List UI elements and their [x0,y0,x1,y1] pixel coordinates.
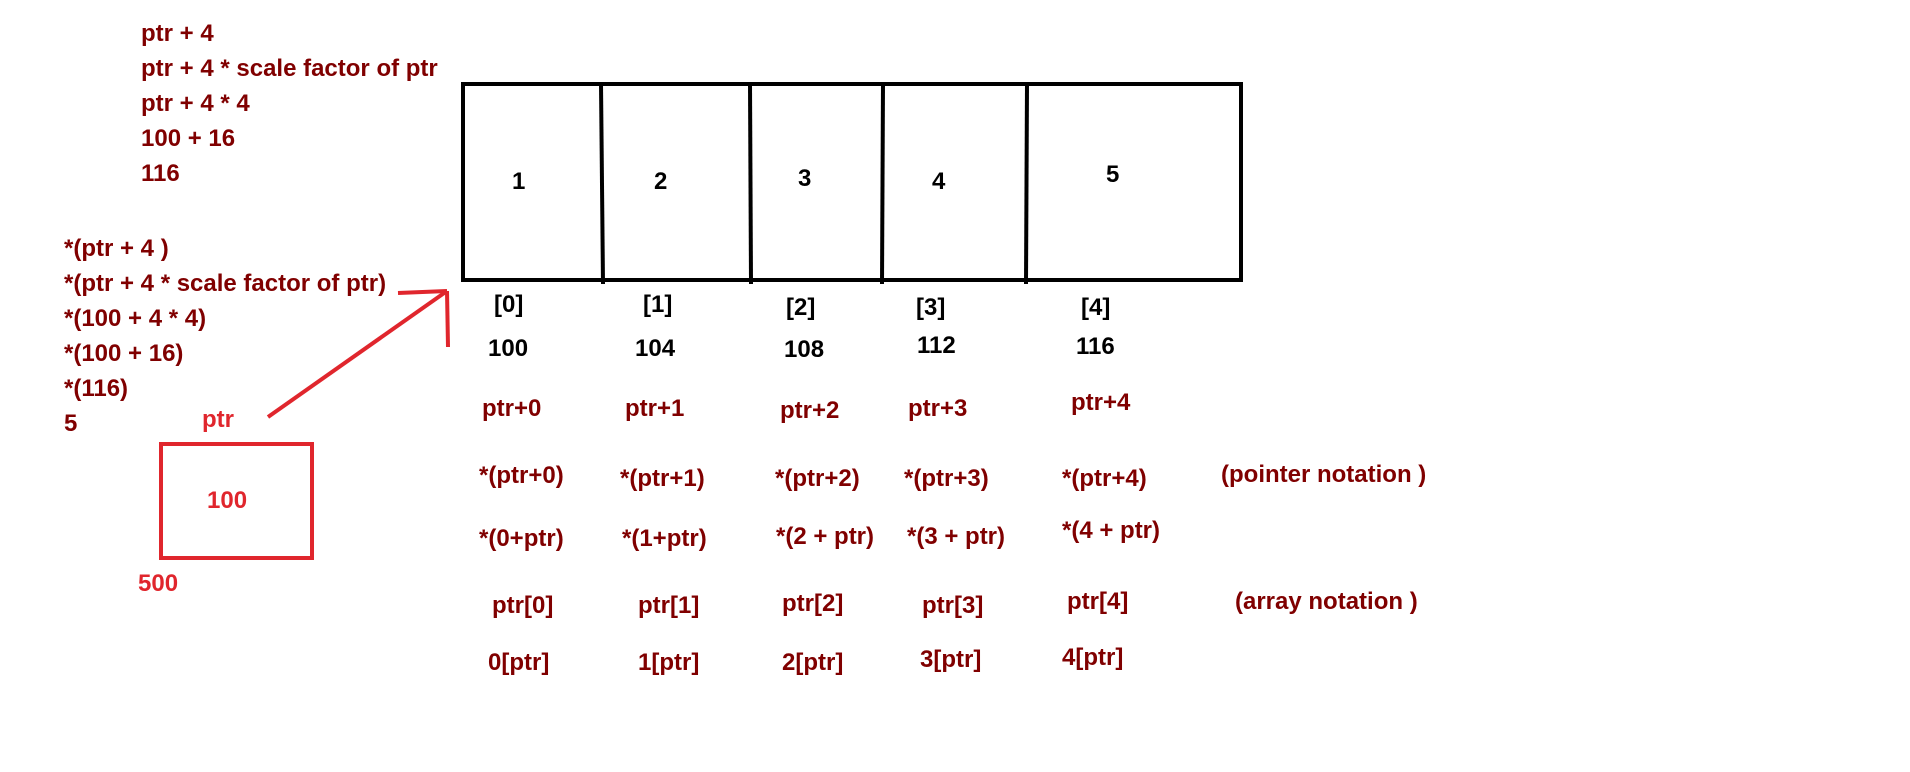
commutative-pointer-notation: *(3 + ptr) [907,523,1006,550]
calc-address-line: ptr + 4 [141,20,214,47]
calc-address-line: 116 [141,160,180,187]
commutative-array-notation: 4[ptr] [1062,644,1124,671]
array-index: [4] [1081,294,1111,321]
calc-value-line: *(ptr + 4 ) [64,235,169,262]
calc-value-line: *(100 + 4 * 4) [64,305,207,332]
array-cell-value: 3 [798,165,812,192]
calc-value-line: *(ptr + 4 * scale factor of ptr) [64,270,387,297]
commutative-pointer-notation: *(1+ptr) [622,525,707,552]
array-address: 108 [784,336,825,363]
pointer-value: 100 [207,487,248,514]
commutative-pointer-notation: *(4 + ptr) [1062,517,1161,544]
pointer-name: ptr [202,406,234,433]
commutative-array-notation: 3[ptr] [920,646,982,673]
pointer-notation: *(ptr+2) [775,465,860,492]
pointer-offset: ptr+1 [625,395,685,422]
pointer-offset: ptr+3 [908,395,968,422]
calc-value-line: 5 [64,410,78,437]
array-index: [1] [643,291,673,318]
calc-value-line: *(116) [64,375,129,402]
pointer-arrowhead [445,290,450,348]
array-address: 116 [1076,333,1115,360]
array-cell-value: 5 [1106,161,1120,188]
pointer-address: 500 [138,570,179,597]
pointer-notation: *(ptr+1) [620,465,705,492]
array-notation: ptr[0] [492,592,554,619]
cell-divider [880,83,885,285]
array-cell-value: 4 [932,168,946,195]
cell-divider [1024,83,1029,285]
pointer-notation: *(ptr+3) [904,465,989,492]
array-notation: ptr[4] [1067,588,1129,615]
array-outline [461,82,1243,282]
array-cell-value: 2 [654,168,668,195]
pointer-offset: ptr+2 [780,397,840,424]
pointer-notation-note: (pointer notation ) [1221,461,1427,488]
array-index: [3] [916,294,946,321]
cell-divider [599,83,605,285]
array-address: 112 [917,332,956,359]
pointer-offset: ptr+4 [1071,389,1131,416]
pointer-offset: ptr+0 [482,395,542,422]
cell-divider [748,83,753,285]
array-notation: ptr[3] [922,592,984,619]
array-notation: ptr[1] [638,592,700,619]
array-index: [2] [786,294,816,321]
calc-address-line: ptr + 4 * scale factor of ptr [141,55,438,82]
commutative-pointer-notation: *(0+ptr) [479,525,564,552]
array-notation: ptr[2] [782,590,844,617]
array-notation-note: (array notation ) [1235,588,1418,615]
commutative-array-notation: 2[ptr] [782,649,844,676]
calc-address-line: 100 + 16 [141,125,236,152]
pointer-notation: *(ptr+0) [479,462,564,489]
pointer-arrowhead [397,289,448,295]
commutative-array-notation: 1[ptr] [638,649,700,676]
calc-address-line: ptr + 4 * 4 [141,90,250,117]
array-cell-value: 1 [512,168,526,195]
pointer-box [159,442,314,560]
commutative-pointer-notation: *(2 + ptr) [776,523,875,550]
calc-value-line: *(100 + 16) [64,340,184,367]
array-address: 100 [488,335,529,362]
array-address: 104 [635,335,676,362]
commutative-array-notation: 0[ptr] [488,649,550,676]
pointer-notation: *(ptr+4) [1062,465,1147,492]
pointer-arrow [266,289,449,419]
array-index: [0] [494,291,524,318]
